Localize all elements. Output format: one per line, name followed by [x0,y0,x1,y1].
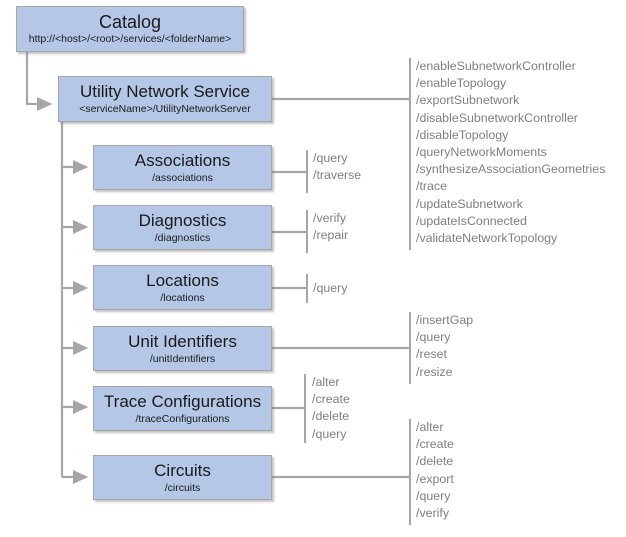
associations-operation[interactable]: /query [313,151,348,165]
node-unit-identifiers-path: /unitIdentifiers [149,352,216,365]
circuits-operation[interactable]: /export [416,471,454,486]
operation-list-trace-configurations: /alter/create/delete/query [312,374,350,443]
service-operation[interactable]: /trace [416,179,447,194]
node-diagnostics-title: Diagnostics [138,210,227,230]
associations-operation[interactable]: /traverse [313,168,362,183]
node-locations[interactable]: Locations /locations [93,265,272,310]
unit-identifiers-operation[interactable]: /resize [416,364,453,379]
circuits-operation[interactable]: /query [416,488,451,503]
node-trace-configurations-title: Trace Configurations [103,391,262,411]
unit-identifiers-operation[interactable]: /query [416,330,451,345]
trace-configurations-operation[interactable]: /alter [312,375,340,389]
service-operation[interactable]: /enableTopology [416,76,507,91]
service-operation[interactable]: /disableSubnetworkController [416,110,578,125]
node-catalog-title: Catalog [98,12,162,32]
circuits-operation[interactable]: /verify [416,506,450,521]
unit-identifiers-operation[interactable]: /reset [416,347,447,362]
node-locations-path: /locations [160,291,205,304]
node-unit-identifiers-title: Unit Identifiers [128,331,237,351]
node-circuits-title: Circuits [154,460,211,480]
node-catalog[interactable]: Catalog http://<host>/<root>/services/<f… [16,6,244,52]
node-utility-network-service-title: Utility Network Service [79,82,251,101]
operation-list-unit-identifiers: /insertGap/query/reset/resize [416,312,473,381]
diagnostics-operation[interactable]: /repair [313,228,349,243]
node-catalog-path: http://<host>/<root>/services/<folderNam… [28,33,232,45]
service-operation[interactable]: /exportSubnetwork [416,93,520,108]
operation-list-locations: /query [313,280,347,297]
unit-identifiers-operation[interactable]: /insertGap [416,313,474,327]
node-unit-identifiers[interactable]: Unit Identifiers /unitIdentifiers [93,326,272,371]
node-associations-path: /associations [152,171,213,184]
wire-catalog-to-service [25,52,53,112]
trace-configurations-operation[interactable]: /create [312,392,350,407]
node-associations[interactable]: Associations /associations [93,145,272,190]
trace-configurations-operation[interactable]: /query [312,426,347,441]
operation-list-diagnostics: /verify/repair [313,210,348,244]
node-circuits-path: /circuits [164,481,201,494]
service-operation[interactable]: /queryNetworkMoments [416,145,547,160]
circuits-operation[interactable]: /create [416,437,454,452]
circuits-operation[interactable]: /alter [416,420,444,434]
service-operation[interactable]: /validateNetworkTopology [416,231,558,246]
operation-list-service: /enableSubnetworkController/enableTopolo… [416,58,605,247]
node-diagnostics-path: /diagnostics [154,231,211,244]
node-utility-network-service-path: <serviceName>/UtilityNetworkServer [79,103,251,115]
node-associations-title: Associations [134,150,231,170]
node-locations-title: Locations [146,270,219,290]
node-utility-network-service[interactable]: Utility Network Service <serviceName>/Ut… [58,76,272,122]
locations-operation[interactable]: /query [313,281,348,295]
operation-list-associations: /query/traverse [313,150,361,184]
service-operation[interactable]: /synthesizeAssociationGeometries [416,162,606,177]
circuits-operation[interactable]: /delete [416,454,454,469]
operation-list-circuits: /alter/create/delete/export/query/verify [416,419,454,522]
service-operation[interactable]: /enableSubnetworkController [416,59,576,73]
node-diagnostics[interactable]: Diagnostics /diagnostics [93,205,272,250]
service-operation[interactable]: /updateSubnetwork [416,196,523,211]
diagnostics-operation[interactable]: /verify [313,211,347,225]
node-trace-configurations[interactable]: Trace Configurations /traceConfiguration… [93,386,272,431]
service-operation[interactable]: /disableTopology [416,127,509,142]
service-operation[interactable]: /updateIsConnected [416,213,527,228]
trace-configurations-operation[interactable]: /delete [312,409,350,424]
node-trace-configurations-path: /traceConfigurations [135,412,230,425]
node-circuits[interactable]: Circuits /circuits [93,455,272,500]
